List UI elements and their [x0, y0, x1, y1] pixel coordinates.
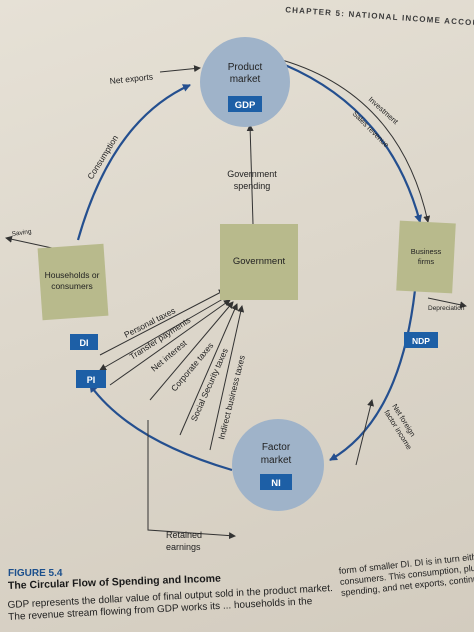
retained-earnings-arrow	[147, 420, 236, 540]
households-label-2: consumers	[51, 281, 93, 291]
net-exports-arrow	[159, 65, 201, 73]
product-market-label-1: Product	[228, 62, 263, 73]
tax-line-4	[149, 301, 234, 401]
households-node: Households or consumers	[37, 243, 109, 321]
factor-market-label-2: market	[261, 455, 292, 466]
ndp-badge: NDP	[412, 336, 430, 346]
government-node: Government	[220, 224, 298, 300]
investment-arrow	[281, 59, 431, 223]
ni-badge: NI	[271, 478, 281, 489]
depreciation-label: Depreciation	[428, 305, 465, 312]
product-market-label-2: market	[230, 74, 261, 85]
government-label: Government	[233, 256, 286, 267]
product-market-node: Product market GDP	[200, 37, 290, 127]
sales-revenue-flow-arc	[284, 63, 423, 223]
saving-label: Saving	[11, 228, 32, 238]
business-label-2: firms	[418, 257, 434, 266]
gov-spending-arrow	[246, 124, 254, 225]
gov-spending-label-1: Government	[227, 169, 277, 179]
gov-spending-label-2: spending	[234, 181, 271, 191]
investment-label: Investment	[367, 95, 401, 127]
tax-line-6	[209, 305, 245, 451]
income-flow-arc-left	[89, 384, 233, 472]
business-label-1: Business	[411, 247, 442, 256]
households-label-1: Households or	[45, 270, 100, 280]
depreciation-arrow	[427, 297, 467, 309]
factor-market-node: Factor market NI	[232, 419, 324, 511]
tax-line-3	[109, 299, 231, 386]
retained-earnings-label-1: Retained	[166, 530, 202, 540]
tax-line-5	[179, 303, 238, 436]
consumption-flow-arc	[76, 83, 191, 241]
di-badge-group: DI	[70, 334, 98, 350]
retained-earnings-label-2: earnings	[166, 542, 201, 552]
pi-badge: PI	[87, 375, 96, 385]
factor-market-label-1: Factor	[262, 442, 291, 453]
business-node: Business firms	[396, 220, 456, 294]
tax-line-1	[99, 289, 226, 356]
gdp-badge: GDP	[235, 100, 256, 111]
ndp-badge-group: NDP	[404, 332, 438, 348]
saving-arrow	[5, 235, 53, 249]
pi-badge-group: PI	[76, 370, 106, 388]
tax-line-2	[99, 295, 229, 371]
di-badge: DI	[80, 338, 89, 348]
figure-number: FIGURE 5.4	[8, 568, 63, 579]
income-flow-arc-right	[329, 289, 417, 461]
net-exports-label: Net exports	[109, 72, 153, 86]
net-foreign-arrow	[355, 399, 374, 466]
